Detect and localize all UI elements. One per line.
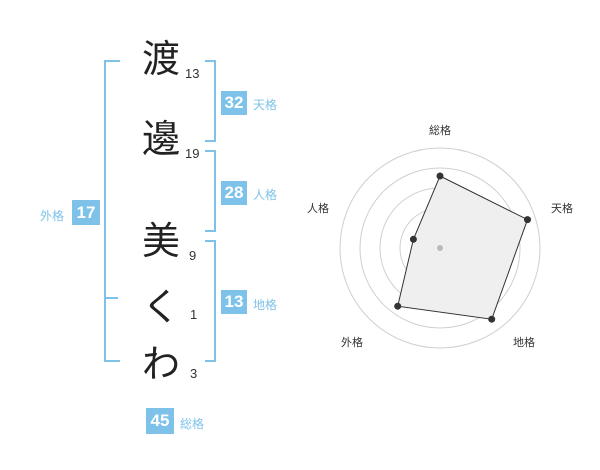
name-char-2: 邊: [142, 117, 181, 161]
chikaku-label: 地格: [253, 298, 278, 312]
name-char-5: わ: [142, 342, 181, 386]
gaikaku-bracket: [104, 60, 120, 362]
tenkaku-bracket: [205, 60, 216, 142]
jinkaku-value: 28: [221, 181, 247, 205]
jinkaku-bracket: [205, 150, 216, 232]
radar-point-2: [488, 315, 496, 323]
radar-ring: [339, 147, 541, 349]
soukaku-label: 総格: [180, 417, 205, 431]
chikaku-bracket: [205, 240, 216, 362]
gaikaku-value: 17: [72, 200, 100, 225]
stroke-count-2: 19: [185, 146, 200, 161]
gaikaku-bracket-tick: [104, 297, 118, 299]
stroke-count-5: 3: [190, 366, 198, 381]
soukaku-value: 45: [146, 408, 174, 434]
radar-center: [437, 245, 443, 251]
stroke-count-4: 1: [190, 307, 198, 322]
radar-label-tenkaku: 天格: [551, 201, 573, 215]
radar-label-chikaku: 地格: [513, 335, 535, 349]
radar-points: [394, 172, 531, 323]
chikaku-value: 13: [221, 290, 247, 314]
tenkaku-value: 32: [221, 91, 247, 115]
stroke-count-1: 13: [185, 66, 200, 81]
stroke-count-3: 9: [189, 248, 197, 263]
name-char-3: 美: [142, 219, 181, 263]
tenkaku-label: 天格: [253, 98, 278, 112]
radar-chart: 総格 天格 地格 外格 人格: [307, 123, 573, 349]
radar-point-4: [409, 235, 417, 243]
name-char-1: 渡: [142, 37, 181, 81]
radar-label-jinkaku: 人格: [307, 201, 329, 215]
radar-point-3: [394, 302, 402, 310]
gaikaku-label: 外格: [40, 209, 65, 223]
radar-ring: [359, 167, 521, 329]
radar-point-1: [524, 216, 531, 224]
radar-label-soukaku: 総格: [429, 123, 451, 137]
radar-point-0: [436, 172, 444, 180]
radar-label-gaikaku: 外格: [341, 335, 363, 349]
name-char-4: く: [142, 285, 181, 329]
radar-area: [397, 175, 529, 320]
jinkaku-label: 人格: [253, 188, 278, 202]
